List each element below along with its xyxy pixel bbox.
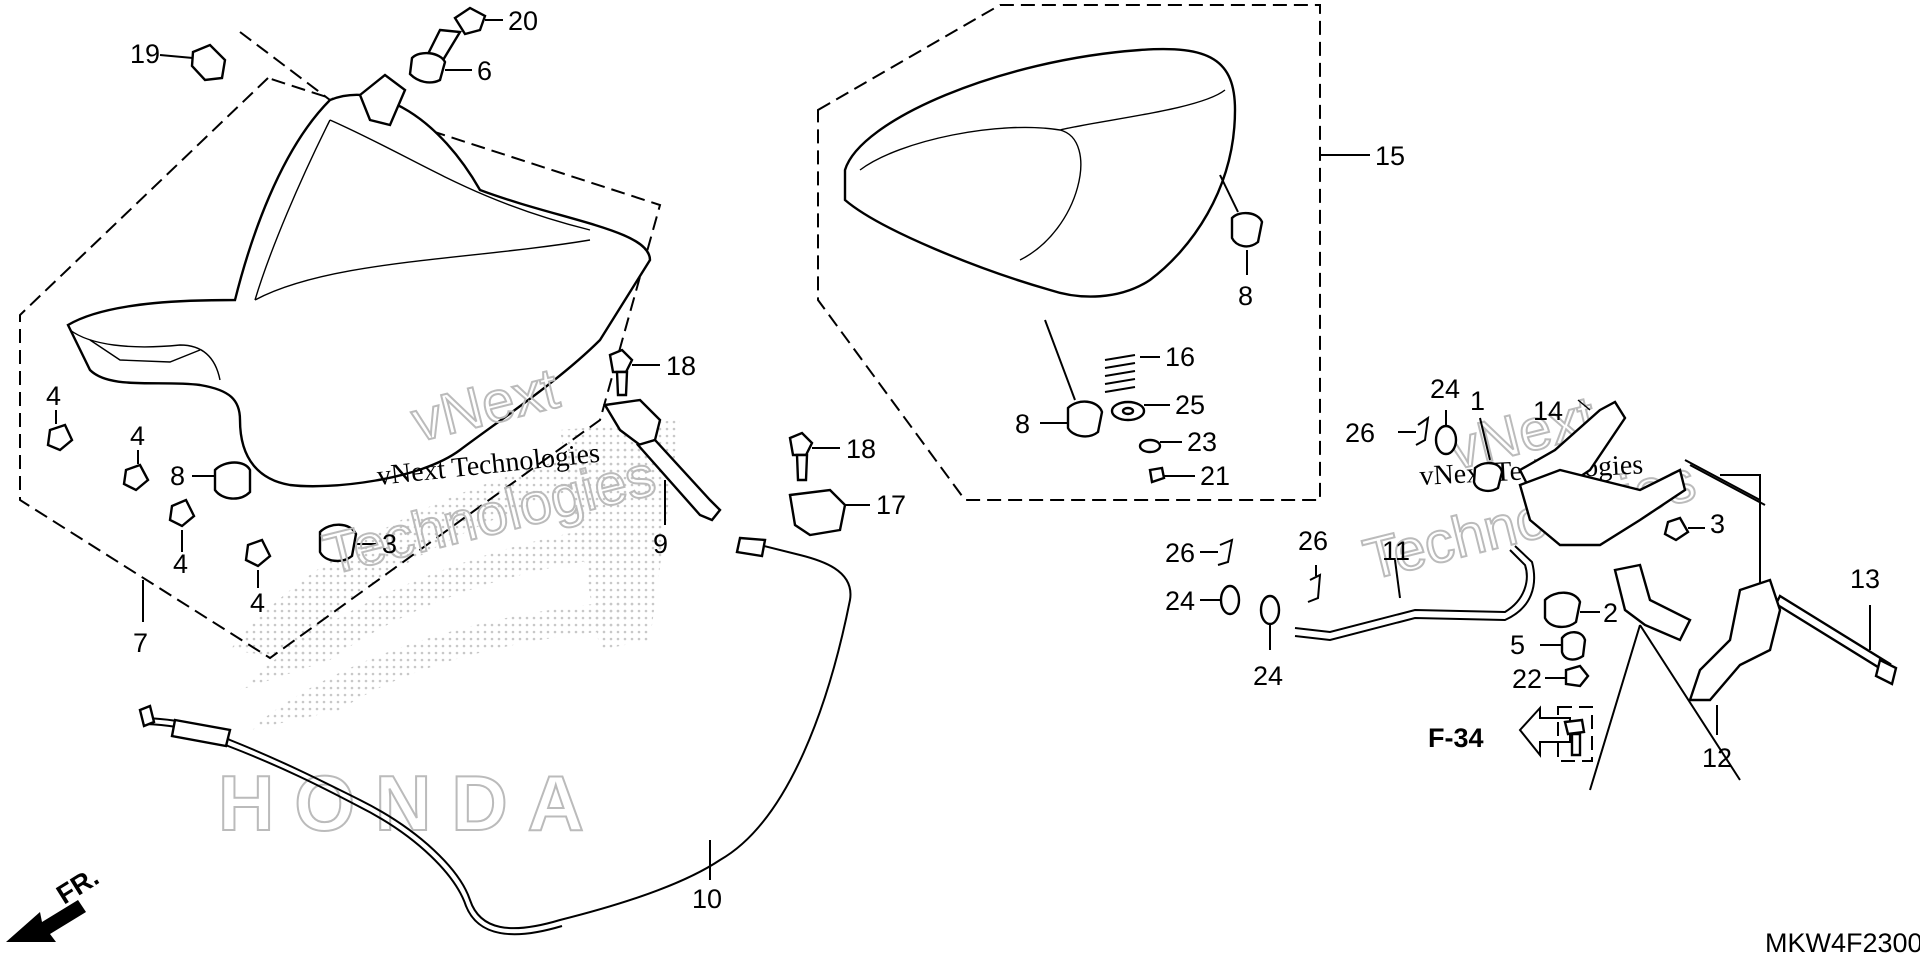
pillion-seat-group-outline [817, 4, 1321, 501]
part-16-spring [1104, 354, 1160, 393]
part-26-clip-b [1200, 538, 1234, 566]
front-arrow: FR. [6, 862, 104, 942]
callout-2: 2 [1603, 598, 1618, 628]
part-10-seat-cable [138, 536, 852, 936]
callout-23: 23 [1187, 427, 1217, 457]
part-1-collar [1472, 417, 1504, 493]
callout-18b: 18 [846, 434, 876, 464]
callout-24b: 24 [1165, 586, 1195, 616]
callout-4a: 4 [46, 381, 61, 411]
seat-lock-frame [1518, 459, 1766, 590]
callout-22: 22 [1512, 664, 1542, 694]
part-24-washer-c [1259, 594, 1281, 650]
callouts: 19 20 6 4 4 4 4 8 3 7 18 9 18 17 10 15 8… [46, 6, 1880, 914]
callout-21: 21 [1200, 461, 1230, 491]
callout-13: 13 [1850, 564, 1880, 594]
callout-17: 17 [876, 490, 906, 520]
callout-3a: 3 [382, 529, 397, 559]
part-23-washer [1138, 438, 1182, 454]
part-24-washer-a [1434, 410, 1458, 456]
callout-25: 25 [1175, 390, 1205, 420]
callout-6: 6 [477, 56, 492, 86]
part-22-nut [1545, 664, 1590, 688]
callout-24a: 24 [1430, 374, 1460, 404]
callout-10: 10 [692, 884, 722, 914]
callout-8a: 8 [170, 461, 185, 491]
part-2-cushion [1543, 591, 1600, 629]
part-12-latch [1589, 563, 1782, 791]
callout-15: 15 [1375, 141, 1405, 171]
callout-20: 20 [508, 6, 538, 36]
part-17-latch-bracket [788, 488, 870, 537]
callout-16: 16 [1165, 342, 1195, 372]
part-25-washer [1110, 400, 1170, 422]
callout-7: 7 [133, 628, 148, 658]
part-24-washer-b [1200, 584, 1241, 616]
part-8-cushion-a [192, 461, 252, 500]
callout-26b: 26 [1165, 538, 1195, 568]
part-18-bolt-a [608, 348, 660, 397]
rider-seat-group-outline [19, 76, 662, 660]
part-19-knob [159, 43, 227, 82]
callout-3b: 3 [1710, 509, 1725, 539]
callout-8c: 8 [1015, 409, 1030, 439]
honda-wing-logo: HONDA [217, 420, 680, 848]
part-8-cushion-c [1040, 319, 1104, 438]
callout-18a: 18 [666, 351, 696, 381]
callout-14: 14 [1533, 396, 1563, 426]
callout-12: 12 [1702, 743, 1732, 773]
seat-bolt-leader [239, 31, 331, 101]
part-26-clip-a [1398, 415, 1430, 446]
part-4-cushion-d [244, 538, 272, 588]
part-4-cushion-b [122, 450, 150, 492]
part-5-cushion [1540, 631, 1587, 661]
part-3-cushion-b [1663, 516, 1705, 542]
honda-wordmark: HONDA [218, 759, 604, 847]
callout-26c: 26 [1298, 526, 1328, 556]
callout-11: 11 [1382, 536, 1410, 566]
callout-4c: 4 [173, 549, 188, 579]
pillion-seat [843, 47, 1237, 298]
f34-reference: F-34 [1428, 705, 1593, 762]
diagram-code: MKW4F2300 [1765, 928, 1920, 958]
part-26-clip-c [1307, 565, 1322, 603]
callout-9: 9 [653, 529, 668, 559]
callout-8b: 8 [1238, 281, 1253, 311]
part-9-seat-lock [603, 398, 722, 525]
callout-19: 19 [130, 39, 160, 69]
part-21-screw [1148, 466, 1195, 484]
rider-seat [66, 73, 652, 488]
callout-5: 5 [1510, 630, 1525, 660]
part-6-collar [408, 51, 472, 84]
part-13-bolt [1774, 594, 1898, 686]
part-4-cushion-c [168, 498, 196, 552]
part-11-rod [1294, 545, 1536, 642]
callout-26a: 26 [1345, 418, 1375, 448]
part-18-bolt-b [788, 431, 840, 482]
callout-1: 1 [1470, 386, 1485, 416]
part-4-cushion-a [46, 410, 74, 452]
callout-4d: 4 [250, 588, 265, 618]
reference-label: F-34 [1428, 723, 1484, 753]
front-label: FR. [51, 862, 104, 910]
part-8-cushion-b [1219, 174, 1264, 275]
part-3-cushion-a [318, 523, 378, 563]
callout-24c: 24 [1253, 661, 1283, 691]
callout-4b: 4 [130, 421, 145, 451]
